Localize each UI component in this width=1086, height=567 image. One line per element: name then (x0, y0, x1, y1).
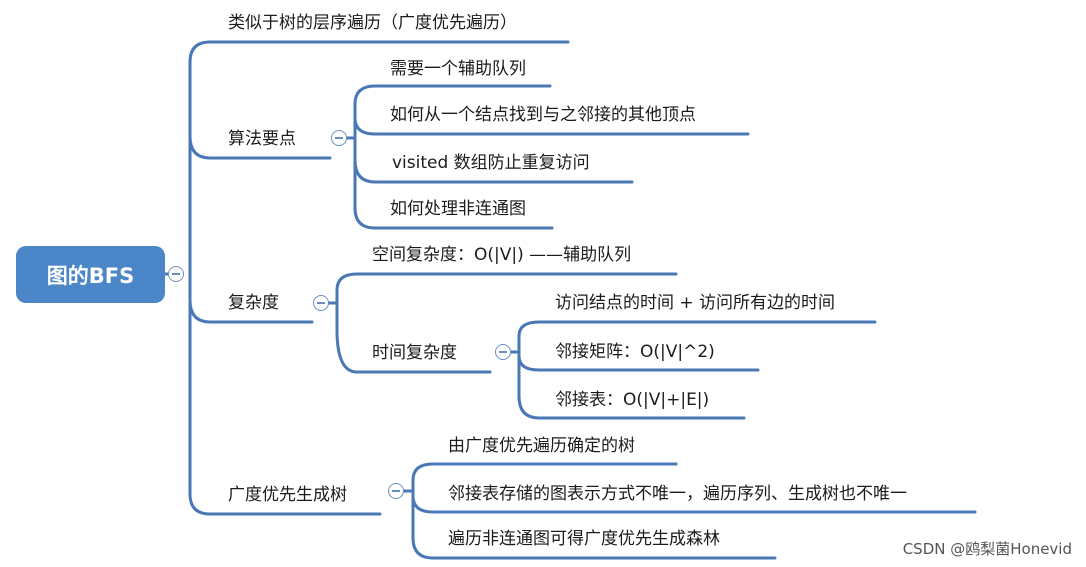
node-space-complexity[interactable]: 空间复杂度：O(|V|) ——辅助队列 (372, 245, 632, 265)
node-visited-array[interactable]: visited 数组防止重复访问 (392, 153, 590, 173)
node-algorithm-points[interactable]: 算法要点 (228, 129, 296, 149)
collapse-icon[interactable] (331, 130, 347, 146)
collapse-icon[interactable] (168, 266, 184, 282)
node-not-unique[interactable]: 邻接表存储的图表示方式不唯一，遍历序列、生成树也不唯一 (448, 484, 907, 504)
root-label: 图的BFS (46, 263, 135, 288)
node-disconnected-graph[interactable]: 如何处理非连通图 (390, 199, 526, 219)
node-complexity[interactable]: 复杂度 (228, 293, 279, 313)
collapse-icon[interactable] (388, 483, 404, 499)
collapse-icon[interactable] (495, 344, 511, 360)
root-node[interactable]: 图的BFS (16, 246, 165, 303)
node-bfs-forest[interactable]: 遍历非连通图可得广度优先生成森林 (448, 529, 720, 549)
node-adjacency-list[interactable]: 邻接表：O(|V|+|E|) (555, 390, 710, 410)
collapse-icon[interactable] (313, 295, 329, 311)
node-tree-by-bfs[interactable]: 由广度优先遍历确定的树 (448, 436, 635, 456)
node-time-complexity[interactable]: 时间复杂度 (372, 343, 457, 363)
node-find-adjacent[interactable]: 如何从一个结点找到与之邻接的其他顶点 (390, 105, 696, 125)
node-visit-time[interactable]: 访问结点的时间 + 访问所有边的时间 (555, 293, 836, 313)
node-bfs-tree[interactable]: 广度优先生成树 (228, 485, 347, 505)
node-adjacency-matrix[interactable]: 邻接矩阵：O(|V|^2) (555, 342, 715, 362)
watermark: CSDN @鸥梨菌Honevid (902, 540, 1072, 558)
node-level-order[interactable]: 类似于树的层序遍历（广度优先遍历） (228, 13, 517, 33)
node-aux-queue[interactable]: 需要一个辅助队列 (390, 59, 526, 79)
